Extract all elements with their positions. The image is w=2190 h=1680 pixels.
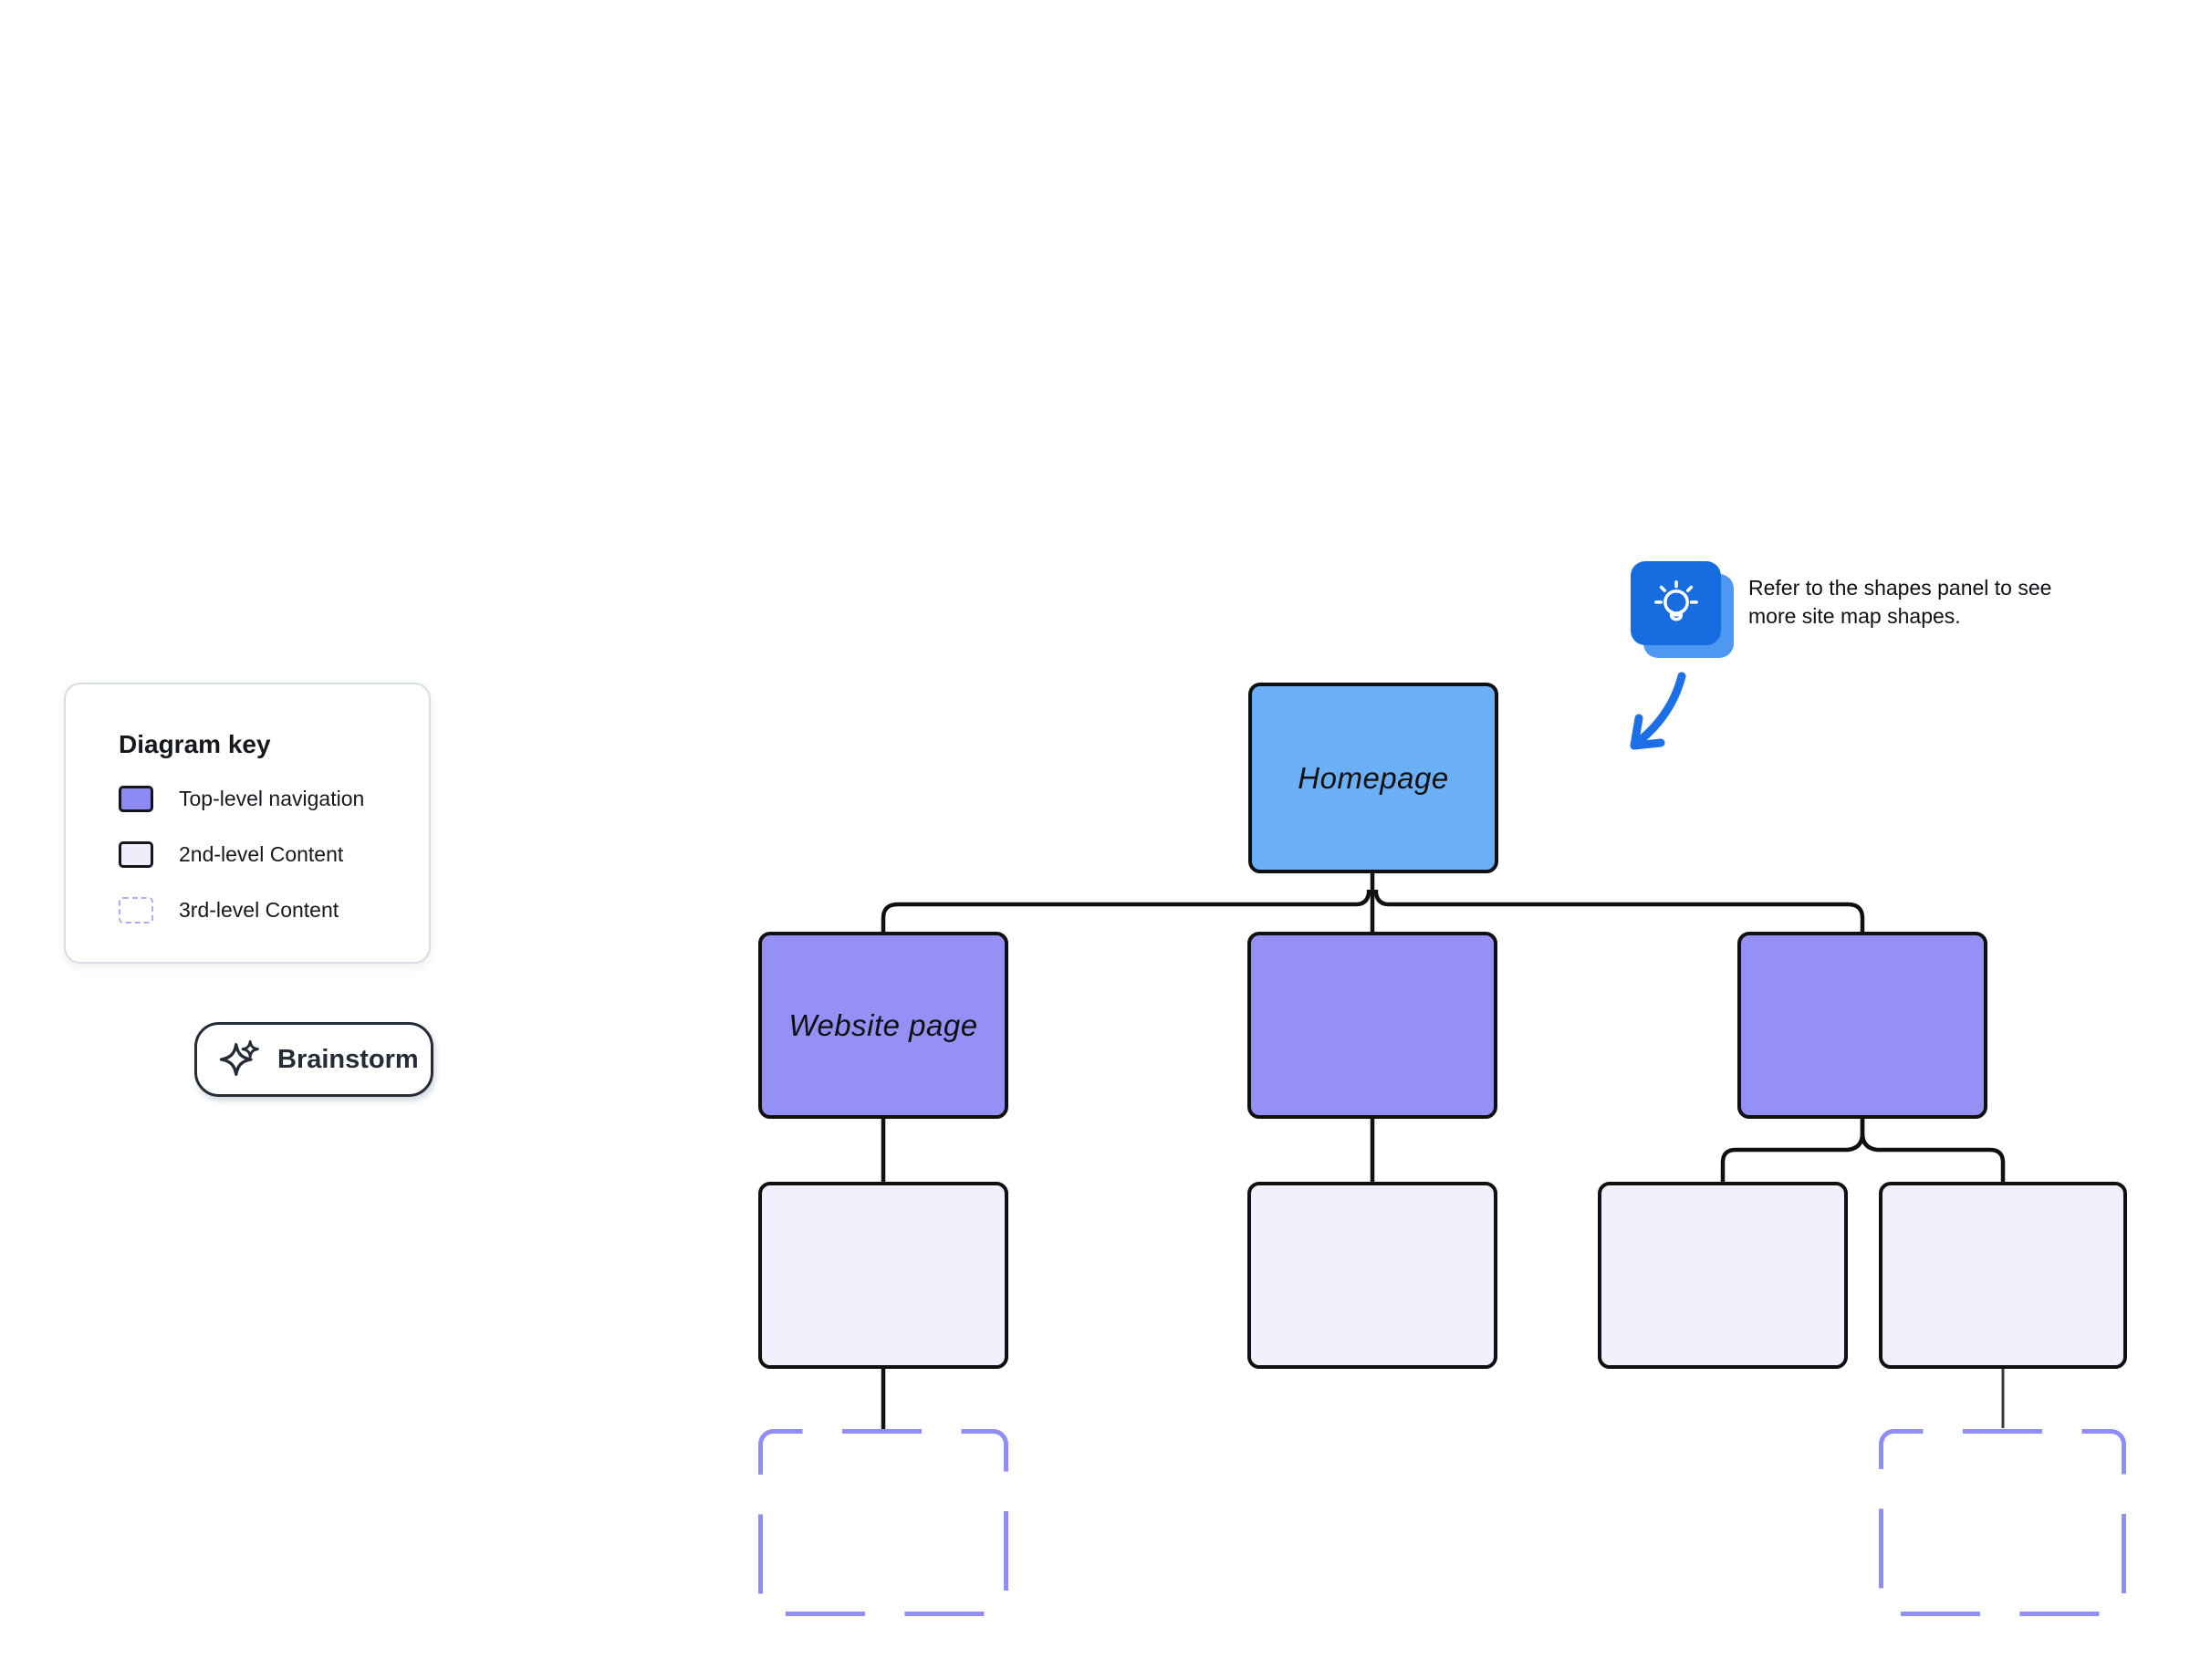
connector-homepage-to-left: [881, 890, 1371, 932]
node-homepage-label: Homepage: [1298, 760, 1449, 795]
node-top-level-3[interactable]: [1737, 932, 1987, 1119]
swatch-2nd-level-content: [119, 841, 153, 868]
tip-sticker[interactable]: [1631, 561, 1721, 645]
legend-item-3rd-level: 3rd-level Content: [119, 896, 429, 924]
swatch-3rd-level-content: [119, 897, 153, 923]
swatch-top-level-navigation: [119, 786, 153, 812]
tip-note-line2: more site map shapes.: [1748, 604, 1961, 628]
node-website-page-label: Website page: [788, 1007, 978, 1042]
node-3rd-level-right[interactable]: [1879, 1429, 2126, 1616]
node-2nd-level-left[interactable]: [758, 1182, 1008, 1369]
lightbulb-icon: [1653, 579, 1698, 621]
sparkle-icon: [219, 1040, 259, 1076]
brainstorm-button-label: Brainstorm: [277, 1044, 419, 1074]
legend-label: Top-level navigation: [179, 787, 365, 810]
diagram-key-panel: Diagram key Top-level navigation 2nd-lev…: [64, 683, 431, 964]
curved-arrow-icon: [1630, 672, 1686, 750]
legend-item-top-level: Top-level navigation: [119, 785, 429, 813]
legend-item-2nd-level: 2nd-level Content: [119, 840, 429, 869]
node-2nd-level-right-b[interactable]: [1879, 1182, 2127, 1369]
tip-note-line1: Refer to the shapes panel to see: [1748, 576, 2052, 600]
connector-homepage-to-right: [1373, 890, 1865, 932]
legend-label: 2nd-level Content: [179, 842, 344, 866]
diagram-key-title: Diagram key: [119, 730, 271, 758]
node-homepage[interactable]: Homepage: [1248, 683, 1498, 873]
node-2nd-level-right-a[interactable]: [1598, 1182, 1848, 1369]
node-3rd-level-left[interactable]: [758, 1429, 1008, 1616]
legend-label: 3rd-level Content: [179, 898, 339, 922]
connector-navright-to-content-b: [1860, 1119, 2006, 1182]
node-top-level-2[interactable]: [1247, 932, 1497, 1119]
brainstorm-button[interactable]: Brainstorm: [194, 1022, 433, 1097]
tip-note-text: Refer to the shapes panel to see more si…: [1748, 574, 2095, 631]
connector-navright-to-content-a: [1720, 1119, 1865, 1182]
node-2nd-level-mid[interactable]: [1247, 1182, 1497, 1369]
node-website-page[interactable]: Website page: [758, 932, 1008, 1119]
